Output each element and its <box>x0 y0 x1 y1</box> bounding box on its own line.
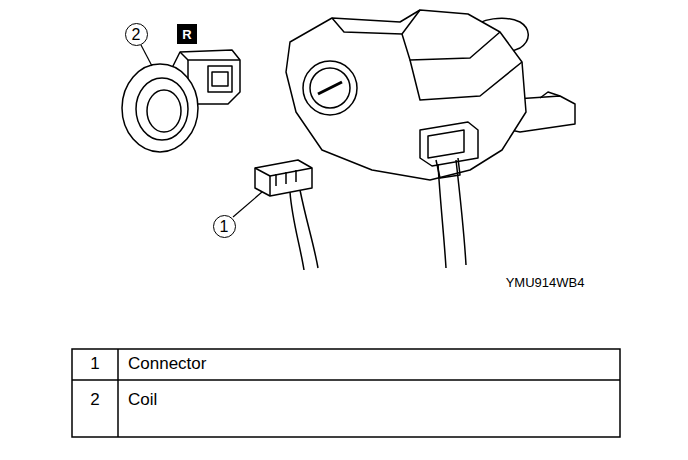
leader-line <box>141 45 152 66</box>
coil-drawing <box>122 50 240 152</box>
view-badge: R <box>177 24 197 44</box>
connector-drawing <box>255 160 318 270</box>
table-cell: 1 <box>90 355 99 374</box>
table-cell: 2 <box>90 391 99 410</box>
leader-line <box>233 192 262 217</box>
callout-number: 1 <box>213 215 236 238</box>
figure-code: YMU914WB4 <box>506 276 585 290</box>
table-cell: Coil <box>128 391 157 410</box>
table-cell: Connector <box>128 355 206 374</box>
table-grid <box>72 349 620 437</box>
callout-number: 2 <box>125 23 148 46</box>
badge-letter: R <box>182 27 191 42</box>
ignition-switch-drawing <box>286 10 575 268</box>
